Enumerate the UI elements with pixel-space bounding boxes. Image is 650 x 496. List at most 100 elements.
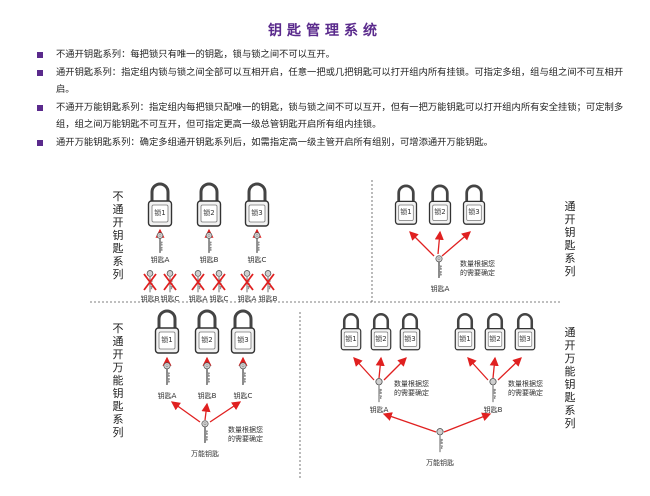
- padlock-icon: 锁3: [399, 312, 421, 352]
- crossed-key-label: 钥匙A: [189, 294, 208, 303]
- padlock-icon: 锁2: [194, 309, 220, 355]
- key-icon: [375, 378, 383, 403]
- crossed-key: 钥匙A: [238, 270, 257, 303]
- master-key-label: 万能钥匙: [191, 449, 219, 458]
- title-char: 能: [113, 373, 124, 387]
- arrow: [443, 412, 492, 433]
- cross-mark-icon: [261, 273, 275, 291]
- title-char: 系: [565, 252, 576, 265]
- title-char: 系: [113, 413, 124, 426]
- key-icon: [489, 378, 497, 403]
- title-char: 通: [565, 200, 576, 213]
- bullet-marker: [37, 69, 43, 76]
- title-char: 开: [565, 213, 576, 226]
- bullet-marker: [37, 52, 43, 58]
- padlock-icon: 锁3: [230, 309, 256, 355]
- title-char: 通: [113, 335, 124, 348]
- title-char: 匙: [565, 239, 576, 252]
- title-char: 钥: [113, 228, 124, 242]
- arrow: [441, 231, 471, 257]
- arrow: [489, 356, 499, 379]
- title-char: 不: [113, 190, 124, 203]
- svg-text:通开万能钥匙系列: 通开万能钥匙系列: [565, 326, 576, 430]
- bullet-item: 通开钥匙系列：指定组内锁与锁之间全部可以互相开启，任意一把或几把钥匙可以打开组内…: [36, 64, 636, 99]
- padlock-icon: 锁3: [462, 184, 486, 226]
- crossed-key: 钥匙B: [259, 270, 278, 303]
- title-char: 钥: [113, 386, 124, 400]
- quantity-note: 的需要确定: [394, 388, 429, 397]
- title-char: 匙: [113, 242, 124, 255]
- panel-bl-master-key: 锁1 锁2 锁3 钥匙A 钥匙B 钥匙C 万能钥匙 数量根据您 的需要确定: [154, 309, 263, 458]
- arrow: [201, 402, 211, 421]
- key-icon: [239, 362, 247, 386]
- padlock-icon: 锁1: [454, 312, 476, 352]
- key-label: 钥匙A: [370, 405, 389, 414]
- title-char: 钥: [565, 377, 576, 391]
- lock-label: 锁2: [203, 208, 214, 217]
- panel-title-tr: 通开钥匙系列: [565, 200, 576, 278]
- padlock-icon: 锁2: [428, 184, 452, 226]
- description-list: 不通开钥匙系列：每把锁只有唯一的钥匙，锁与锁之间不可以互开。 通开钥匙系列：指定…: [36, 46, 636, 151]
- padlock-icon: 锁3: [244, 182, 270, 228]
- lock-label: 锁1: [400, 207, 411, 216]
- crossed-key: 钥匙B: [141, 270, 160, 303]
- title-char: 匙: [113, 400, 124, 413]
- lock-label: 锁2: [489, 334, 500, 343]
- lock-label: 锁3: [468, 207, 479, 216]
- padlock-icon: 锁1: [340, 312, 362, 352]
- key-label: 钥匙C: [248, 255, 267, 264]
- cross-mark-icon: [163, 273, 177, 291]
- key-label: 钥匙B: [200, 255, 219, 264]
- title-char: 列: [565, 416, 576, 430]
- padlock-icon: 锁1: [147, 182, 173, 228]
- key-icon: [435, 255, 443, 279]
- title-char: 钥: [565, 225, 576, 239]
- title-char: 通: [565, 326, 576, 339]
- quantity-note: 数量根据您: [394, 379, 429, 388]
- title-char: 列: [113, 267, 124, 281]
- bullet-marker: [37, 104, 43, 111]
- arrow: [383, 357, 407, 381]
- quantity-note: 数量根据您: [508, 379, 543, 388]
- arrow: [434, 230, 444, 255]
- title-char: 列: [565, 264, 576, 278]
- quantity-note: 的需要确定: [460, 268, 495, 277]
- padlock-icon: 锁2: [484, 312, 506, 352]
- bullet-text: 通开万能钥匙系列：确定多组通开钥匙系列后，如需指定高一级主管开启所有组别，可增添…: [56, 136, 493, 148]
- key-icon: [253, 232, 261, 254]
- bullet-marker: [37, 139, 43, 146]
- title-char: 系: [113, 255, 124, 268]
- title-char: 列: [113, 425, 124, 439]
- crossed-key-label: 钥匙C: [210, 294, 229, 303]
- page-title: 钥匙管理系统: [268, 23, 382, 39]
- crossed-key: 钥匙C: [161, 270, 180, 303]
- arrow: [497, 357, 522, 381]
- master-key-icon: [436, 428, 444, 453]
- arrow: [409, 231, 435, 257]
- bullet-text: 通开钥匙系列：指定组内锁与锁之间全部可以互相开启，任意一把或几把钥匙可以打开组内…: [56, 66, 624, 96]
- key-icon: [205, 232, 213, 254]
- crossed-key: 钥匙A: [189, 270, 208, 303]
- lock-label: 锁1: [154, 208, 165, 217]
- lock-label: 锁1: [459, 334, 470, 343]
- key-label: 钥匙A: [431, 284, 450, 293]
- cross-mark-icon: [191, 273, 205, 291]
- crossed-key-label: 钥匙B: [259, 294, 278, 303]
- title-char: 不: [113, 322, 124, 335]
- crossed-key-label: 钥匙A: [238, 294, 257, 303]
- quantity-note: 数量根据您: [228, 425, 263, 434]
- arrow: [382, 412, 437, 433]
- title-char: 匙: [565, 391, 576, 404]
- crossed-key: 钥匙C: [210, 270, 229, 303]
- cross-mark-icon: [212, 273, 226, 291]
- key-label: 钥匙B: [484, 405, 503, 414]
- bullet-item: 通开万能钥匙系列：确定多组通开钥匙系列后，如需指定高一级主管开启所有组别，可增添…: [36, 134, 636, 152]
- arrow: [209, 401, 242, 423]
- crossed-key-label: 钥匙B: [141, 294, 160, 303]
- key-label: 钥匙C: [234, 391, 253, 400]
- lock-label: 锁3: [404, 334, 415, 343]
- key-label: 钥匙A: [151, 255, 170, 264]
- svg-text:不通开万能钥匙系列: 不通开万能钥匙系列: [113, 322, 124, 439]
- key-label: 钥匙B: [198, 391, 217, 400]
